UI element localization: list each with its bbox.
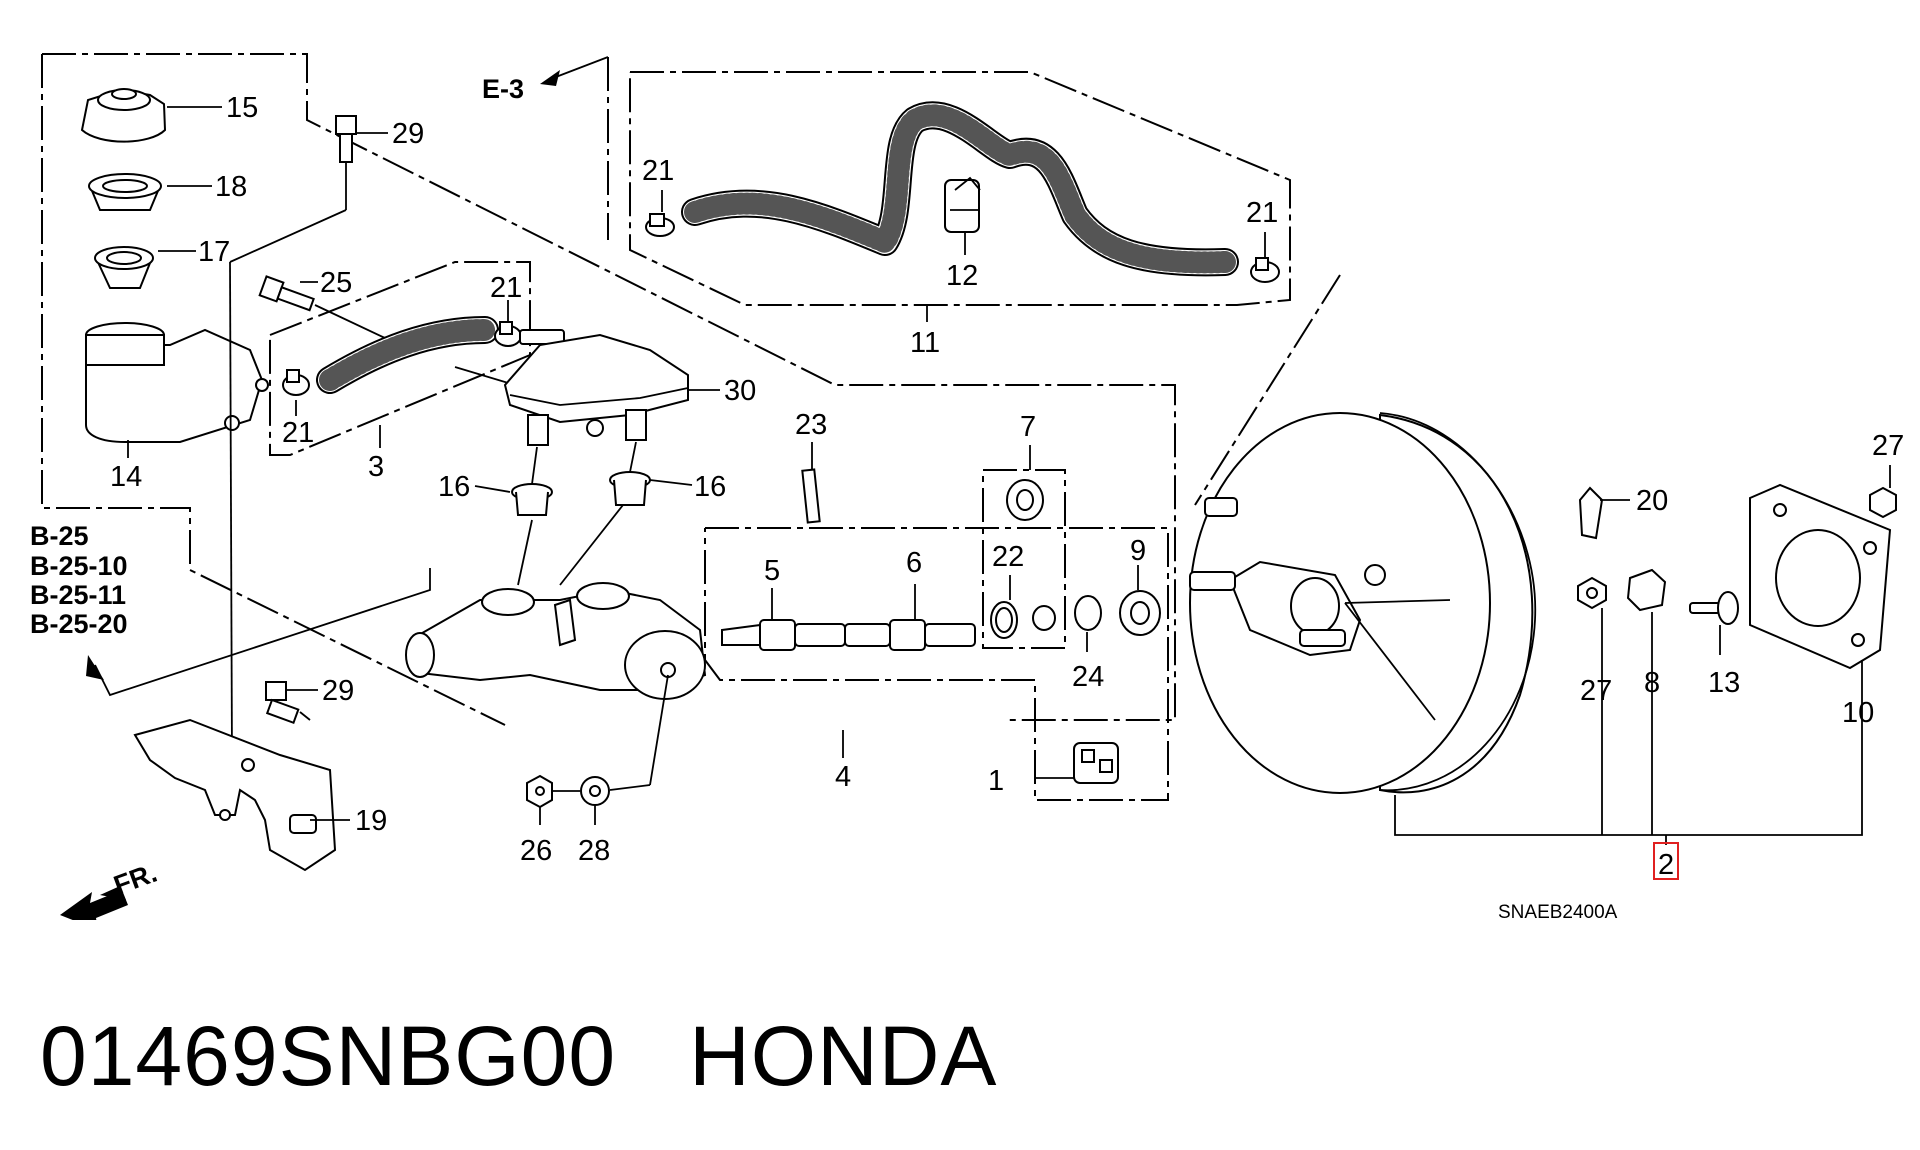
callout-4: 4 [835,761,851,793]
diagram-code: SNAEB2400A [1498,902,1618,920]
callout-10: 10 [1842,697,1874,729]
callout-21-hose11-right: 21 [1246,197,1278,229]
hose-clamp-icon [494,321,565,347]
pin-icon [1689,591,1739,625]
hose-clamp-icon [282,369,310,396]
bracket-icon [133,718,337,872]
ref-front: FR. [110,858,161,901]
seal-kit-icon [1073,742,1119,784]
front-arrow-icon [60,886,128,920]
callout-21-hose3: 21 [490,272,522,304]
seal-ring-icon [1006,479,1044,521]
callout-21-left: 21 [282,417,314,449]
callout-29-bottom: 29 [322,675,354,707]
outline-reservoir-group [42,53,1176,721]
bolt-icon [265,681,300,725]
callout-13: 13 [1708,667,1740,699]
washer-icon [580,776,610,806]
callout-26: 26 [520,835,552,867]
reservoir-tank-icon [503,333,689,446]
hose-3 [319,319,496,391]
seal-icon [94,246,154,289]
nut-icon [1577,576,1607,610]
piston-assembly-icon [721,619,976,651]
callout-16-left: 16 [438,471,470,503]
callout-3: 3 [368,451,384,483]
outline-seal-kit [982,469,1066,649]
ref-e3: E-3 [482,74,524,104]
ref-b25-20: B-25-20 [30,609,128,639]
callout-24: 24 [1072,661,1104,693]
hose-clamp-icon [1250,257,1280,283]
nut-icon [1869,486,1897,519]
master-cylinder-icon [405,582,707,700]
callout-5: 5 [764,555,780,587]
callout-6: 6 [906,547,922,579]
outline-master-cyl [704,527,1169,801]
clip-icon [1578,486,1604,540]
brake-booster-icon [1189,412,1537,794]
callout-22: 22 [992,541,1024,573]
callout-9: 9 [1130,535,1146,567]
callout-23: 23 [795,409,827,441]
clevis-icon [1626,568,1667,612]
reservoir-cap-icon [80,88,167,143]
callout-27-top: 27 [1872,430,1904,462]
callout-19: 19 [355,805,387,837]
callout-1: 1 [988,765,1004,797]
leader-lines [127,106,1891,825]
grommet-icon [511,483,553,516]
callout-7: 7 [1020,411,1036,443]
callout-28: 28 [578,835,610,867]
ref-b25-10: B-25-10 [30,551,128,581]
callout-12: 12 [946,260,978,292]
bolt-icon [335,115,357,163]
nut-icon [526,774,553,809]
hose-clamp-icon [645,213,675,237]
callout-29-top: 29 [392,118,424,150]
hose-clip-icon [944,176,981,233]
brake-master-cylinder-diagram: 15 18 17 14 29 25 21 21 3 30 16 16 21 12… [30,53,1904,920]
callout-25: 25 [320,267,352,299]
callout-17: 17 [198,236,230,268]
callout-11: 11 [910,327,940,359]
seal-ring-icon [990,601,1056,639]
callout-20: 20 [1636,485,1668,517]
callout-27: 27 [1580,675,1612,707]
pin-icon [801,468,821,524]
callout-8: 8 [1644,667,1660,699]
b25-arrowhead [86,655,104,680]
strainer-icon [88,173,162,211]
part-number: 01469SNBG00 [40,1009,617,1103]
bolt-icon [258,275,315,312]
outline-hose11 [629,71,1291,306]
grommet-icon [609,471,651,506]
callout-2-highlight [1653,842,1679,880]
seal-ring-icon [1119,590,1161,636]
callout-18: 18 [215,171,247,203]
ref-b25: B-25 [30,521,89,551]
snap-ring-icon [1074,595,1102,631]
reservoir-tank-icon [85,322,269,443]
e3-arrowhead [540,70,560,86]
part-number-title: 01469SNBG00 HONDA [40,1008,997,1105]
gasket-icon [1749,483,1892,670]
callout-15: 15 [226,92,258,124]
ref-b25-11: B-25-11 [30,580,126,610]
callout-21-hose11-left: 21 [642,155,674,187]
outline-reservoir-left [41,54,506,726]
callout-30: 30 [724,375,756,407]
callout-2: 2 [1658,849,1674,881]
callout-16-right: 16 [694,471,726,503]
callout-14: 14 [110,461,142,493]
brand-name: HONDA [689,1009,998,1103]
